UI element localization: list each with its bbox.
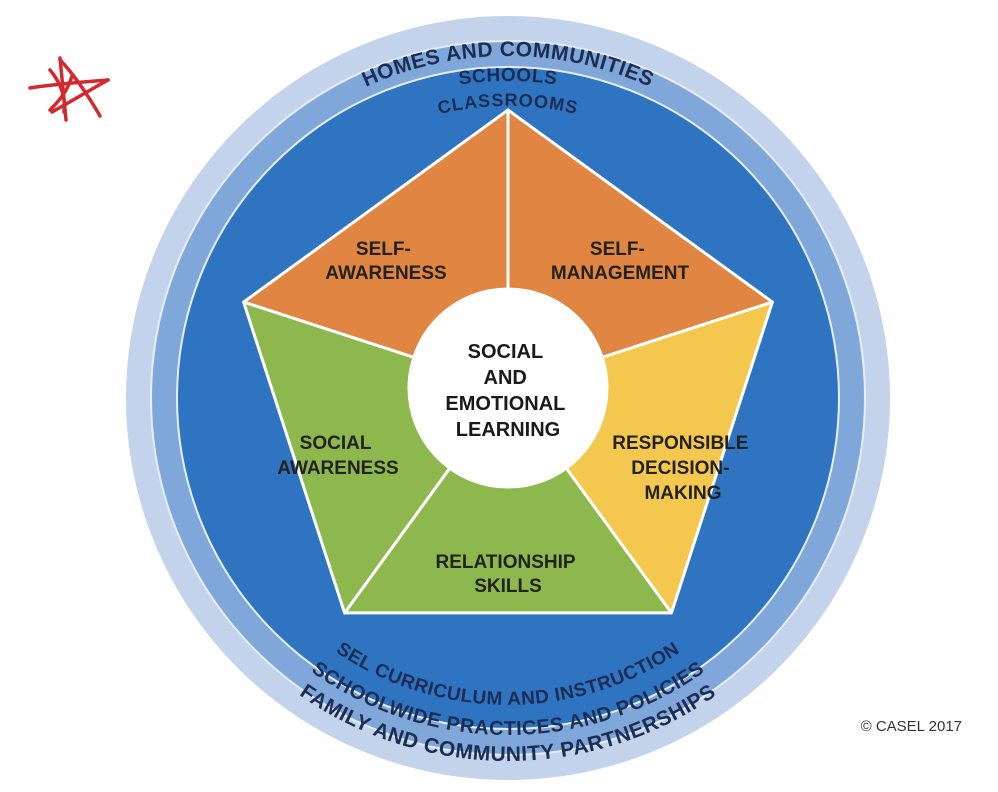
self-management-label: SELF- MANAGEMENT <box>551 239 690 284</box>
center-circle <box>407 287 609 489</box>
social-awareness-label: SOCIAL AWARENESS <box>277 433 398 479</box>
relationship-skills-label: RELATIONSHIP SKILLS <box>436 552 581 597</box>
middle-ring-top-label: SCHOOLS <box>457 65 558 90</box>
ring-separator <box>176 66 840 730</box>
self-awareness-label: SELF- AWARENESS <box>325 239 446 284</box>
copyright-notice: © CASEL 2017 <box>860 718 962 735</box>
ring-separator <box>150 40 866 756</box>
center-label: SOCIAL AND EMOTIONAL LEARNING <box>445 341 570 441</box>
responsible-decision-making-label: RESPONSIBLE DECISION- MAKING <box>612 433 753 504</box>
hand-drawn-star-icon <box>28 56 110 122</box>
